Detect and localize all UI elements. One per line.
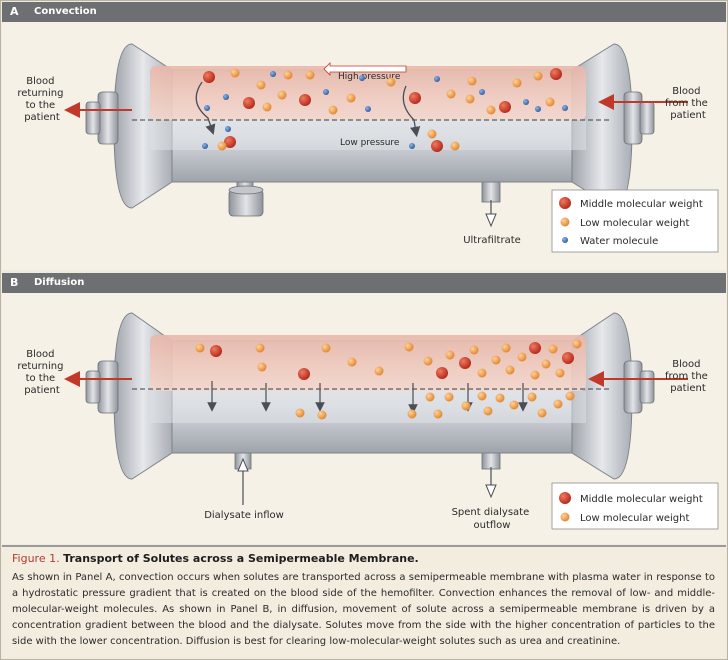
- panel-b-right-label: Blood from the patient: [665, 359, 711, 394]
- panel-a-right-label: Blood from the patient: [665, 86, 711, 121]
- legend-a-middle-mw: Middle molecular weight: [580, 199, 703, 210]
- panel-b-left-label: Blood returning to the patient: [17, 349, 66, 396]
- filtration-arrow-1: [195, 81, 216, 135]
- low-pressure-label: Low pressure: [340, 138, 400, 148]
- blood-inlet-connector: [623, 91, 655, 145]
- panel-b: Blood returning to the patient Blood fro…: [2, 293, 726, 544]
- molecules-blood-side-b: [195, 339, 582, 380]
- legend-a-water: Water molecule: [580, 236, 658, 247]
- panel-a-header: A Convection: [2, 2, 726, 22]
- convection-diagram: High pressure Low pressure: [17, 43, 719, 253]
- filtration-arrow-2: [402, 85, 421, 138]
- legend-low-mw-icon: [560, 217, 570, 227]
- legend-b-middle-mw: Middle molecular weight: [580, 494, 703, 505]
- spent-dialysate-label: Spent dialysate outflow: [452, 507, 533, 531]
- legend-water-icon: [562, 237, 568, 243]
- ultrafiltrate-label: Ultrafiltrate: [463, 235, 521, 246]
- legend-middle-mw-icon: [559, 197, 571, 209]
- figure-title: Transport of Solutes across a Semipermea…: [63, 552, 419, 565]
- blood-outlet-connector: [85, 91, 119, 145]
- panel-a-letter: A: [10, 5, 19, 18]
- panel-a-legend: Middle molecular weight Low molecular we…: [551, 189, 719, 253]
- legend-b-low-mw-icon: [560, 512, 570, 522]
- legend-b-low-mw: Low molecular weight: [580, 513, 689, 524]
- high-pressure-arrow: [323, 62, 407, 76]
- panel-b-legend: Middle molecular weight Low molecular we…: [551, 482, 719, 530]
- dialysate-inflow-label: Dialysate inflow: [204, 510, 284, 521]
- blood-outlet-connector-b: [85, 360, 119, 414]
- high-pressure-label: High pressure: [338, 72, 401, 82]
- diffusion-diagram: Blood returning to the patient Blood fro…: [17, 312, 719, 531]
- dialyzer-body: [113, 312, 633, 480]
- figure-caption: Figure 1. Transport of Solutes across a …: [2, 547, 726, 658]
- caption-title-line: Figure 1. Transport of Solutes across a …: [12, 551, 419, 567]
- molecules-dialysate-side-b: [295, 391, 575, 420]
- panel-b-letter: B: [10, 276, 19, 289]
- panel-a-left-label: Blood returning to the patient: [17, 76, 66, 123]
- panel-b-title: Diffusion: [34, 277, 85, 288]
- panel-b-header: B Diffusion: [2, 273, 726, 293]
- molecules-filtrate-side: [202, 126, 460, 152]
- figure-label: Figure 1.: [12, 552, 60, 565]
- panel-a-title: Convection: [34, 6, 97, 17]
- caption-divider: [2, 545, 726, 547]
- blood-inlet-connector-b: [623, 360, 655, 414]
- legend-a-low-mw: Low molecular weight: [580, 218, 689, 229]
- molecules-blood-side: [203, 68, 568, 115]
- legend-b-middle-mw-icon: [559, 492, 571, 504]
- caption-body: As shown in Panel A, convection occurs w…: [12, 572, 715, 647]
- panel-a: High pressure Low pressure: [2, 22, 726, 270]
